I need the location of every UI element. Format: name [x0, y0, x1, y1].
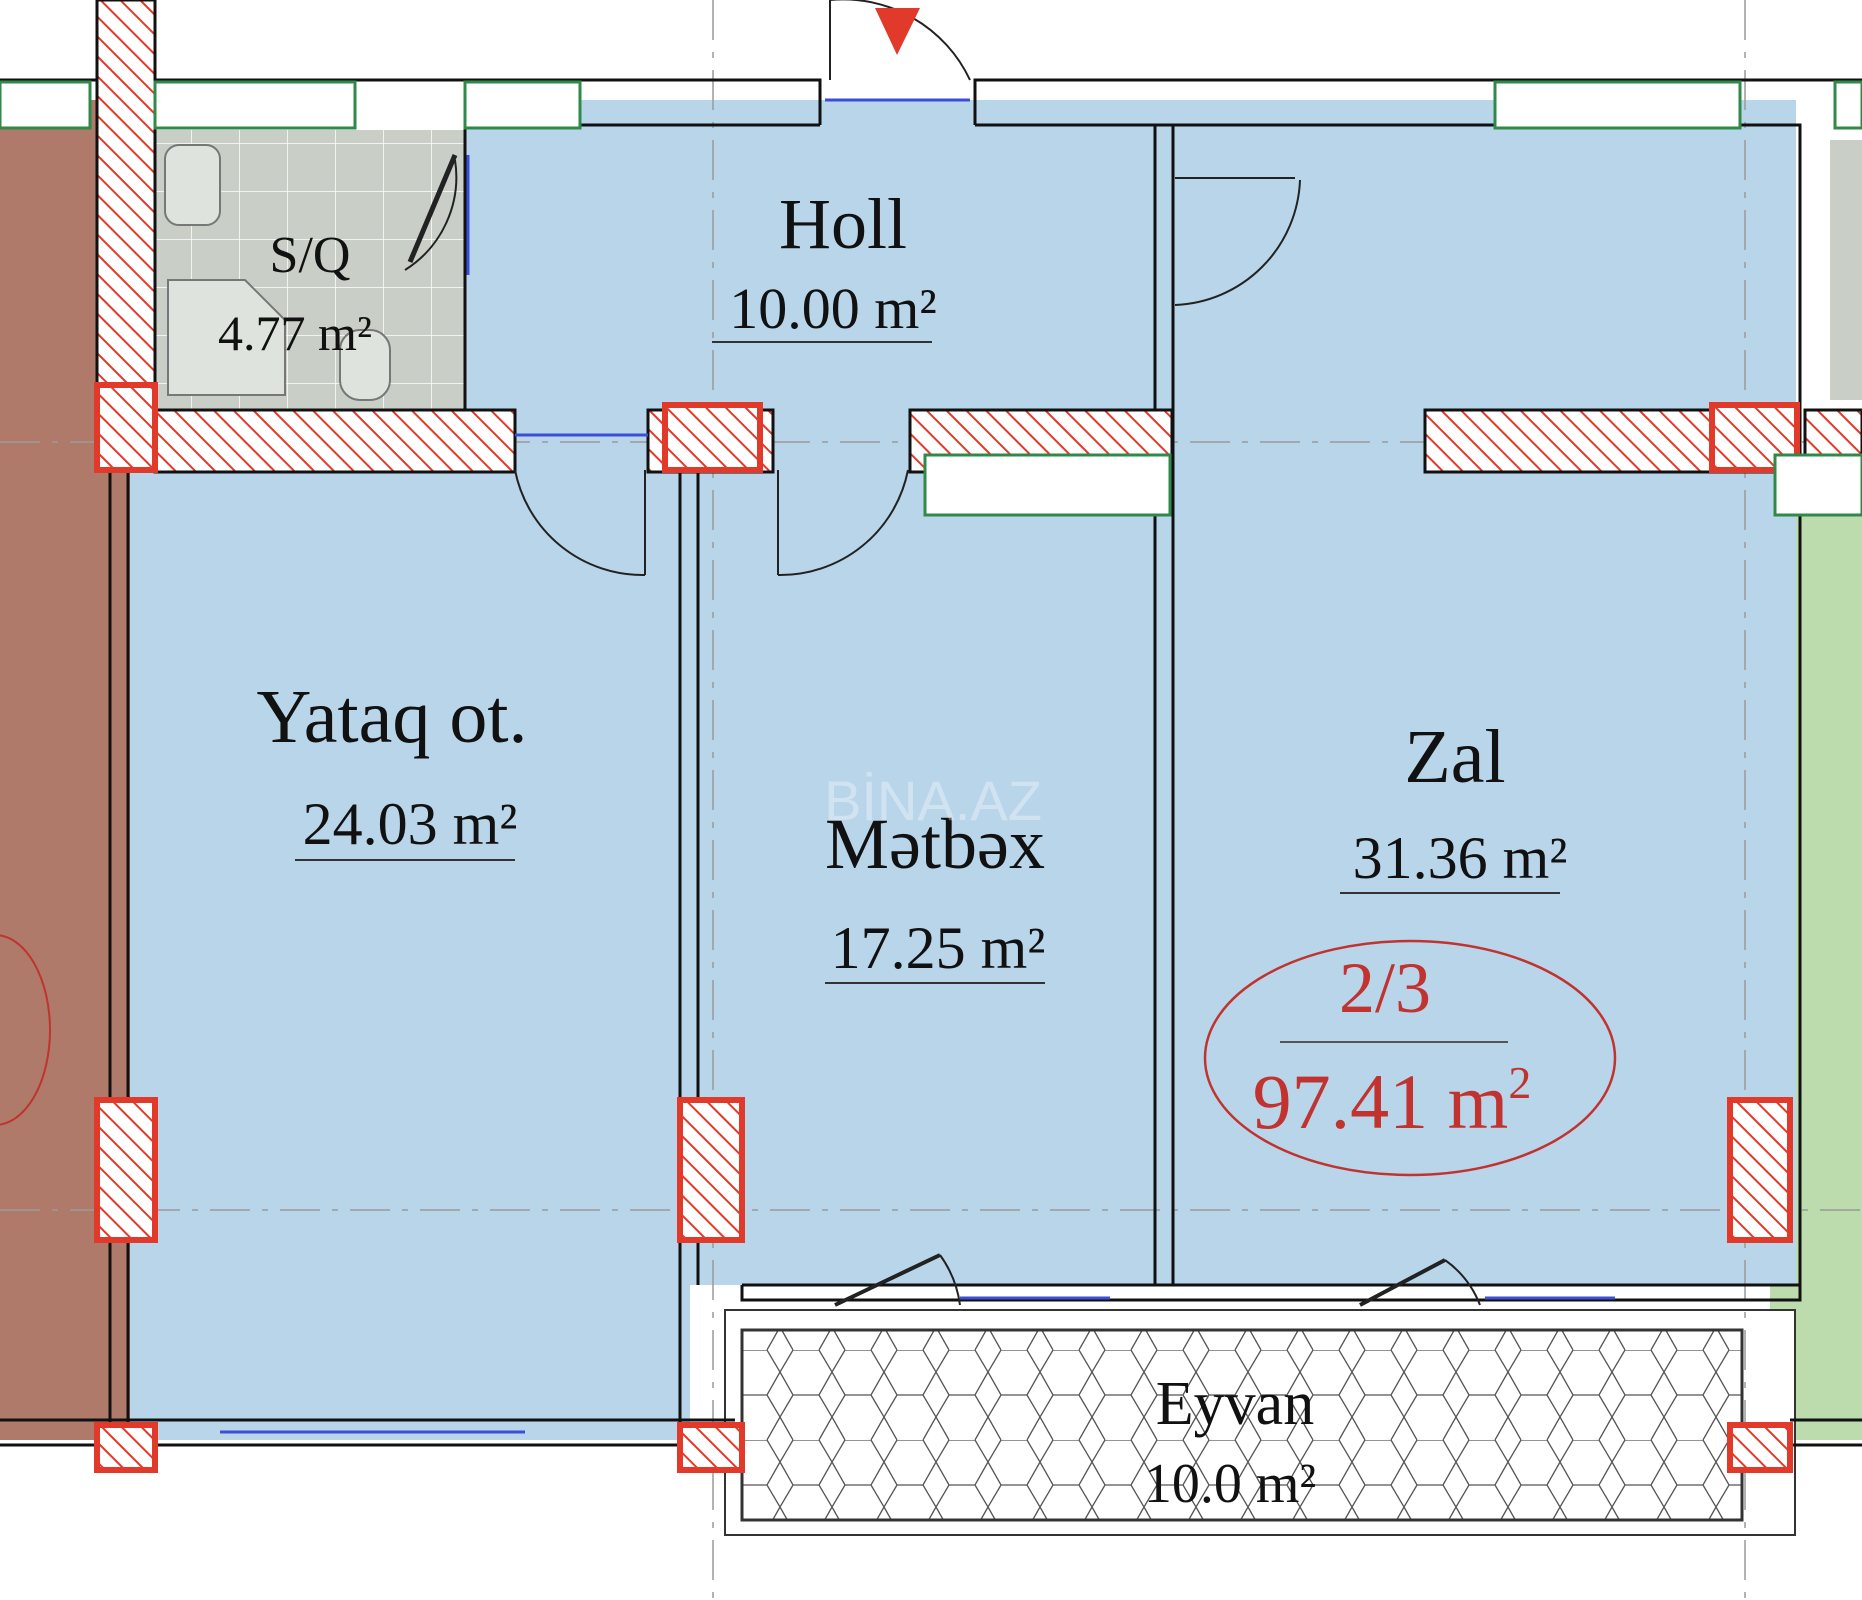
watermark: BİNA.AZ: [824, 769, 1042, 832]
room-name-bedroom: Yataq ot.: [257, 675, 528, 759]
bathroom-fixtures: [164, 144, 391, 401]
room-area-bathroom: 4.77 m²: [218, 305, 372, 361]
room-name-hall: Holl: [779, 184, 907, 264]
room-area-kitchen: 17.25 m²: [831, 915, 1046, 981]
glazing: [220, 98, 1615, 1434]
bedroom-floor: [130, 410, 690, 1440]
window-icon: [0, 80, 1862, 517]
room-name-bathroom: S/Q: [270, 227, 351, 284]
room-area-bedroom: 24.03 m²: [303, 791, 518, 857]
room-area-hall: 10.00 m²: [729, 276, 937, 341]
room-name-living: Zal: [1404, 715, 1505, 799]
kitchen-floor: [690, 410, 1153, 1285]
unit-badge: 2/3 97.41 m2: [1203, 939, 1617, 1177]
room-labels: S/Q 4.77 m² Holl 10.00 m² Yataq ot. 24.0…: [218, 184, 1567, 1515]
column-icon: [94, 382, 1800, 1473]
entrance-arrow-icon: [875, 8, 920, 55]
room-area-balcony: 10.0 m²: [1144, 1453, 1316, 1515]
room-name-balcony: Eyvan: [1156, 1370, 1314, 1438]
hall-floor: [465, 100, 1153, 410]
balcony-floor: [740, 1328, 1744, 1522]
sink-icon: [164, 144, 221, 226]
unit-total-area: 97.41 m2: [1253, 1057, 1532, 1145]
right-neighbor-bath: [1830, 140, 1862, 400]
unit-rooms-floor: 2/3: [1339, 948, 1431, 1028]
shower-icon: [167, 279, 286, 396]
room-area-living: 31.36 m²: [1353, 825, 1568, 891]
living-floor: [1153, 100, 1796, 1285]
room-name-kitchen: Mətbəx: [825, 804, 1045, 884]
toilet-icon: [339, 329, 391, 401]
left-neighbor-label-ring: [0, 934, 51, 1126]
